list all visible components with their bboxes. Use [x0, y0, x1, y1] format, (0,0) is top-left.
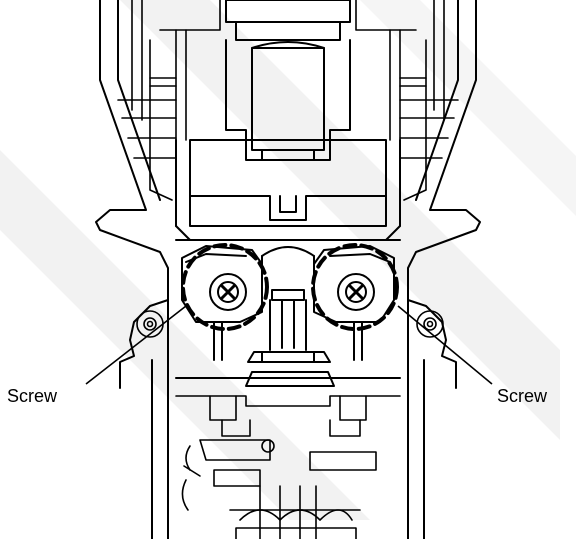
right-screw-icon [337, 273, 375, 311]
right-leader-line [397, 305, 493, 385]
center-arch [261, 246, 315, 351]
right-screw-highlight [311, 243, 399, 331]
left-screw-icon [209, 273, 247, 311]
right-screw-label: Screw [497, 386, 548, 406]
frame-rails [117, 0, 459, 201]
right-mount-hole [416, 310, 444, 338]
lower-clip [175, 351, 401, 387]
left-leader-line [85, 305, 187, 385]
watermark [0, 0, 560, 520]
latch-block [225, 0, 351, 161]
left-screw-label: Screw [7, 386, 58, 406]
cross-member [175, 139, 401, 241]
lower-internals [175, 395, 401, 539]
outer-housing [95, 0, 481, 539]
left-screw-highlight [181, 243, 269, 331]
